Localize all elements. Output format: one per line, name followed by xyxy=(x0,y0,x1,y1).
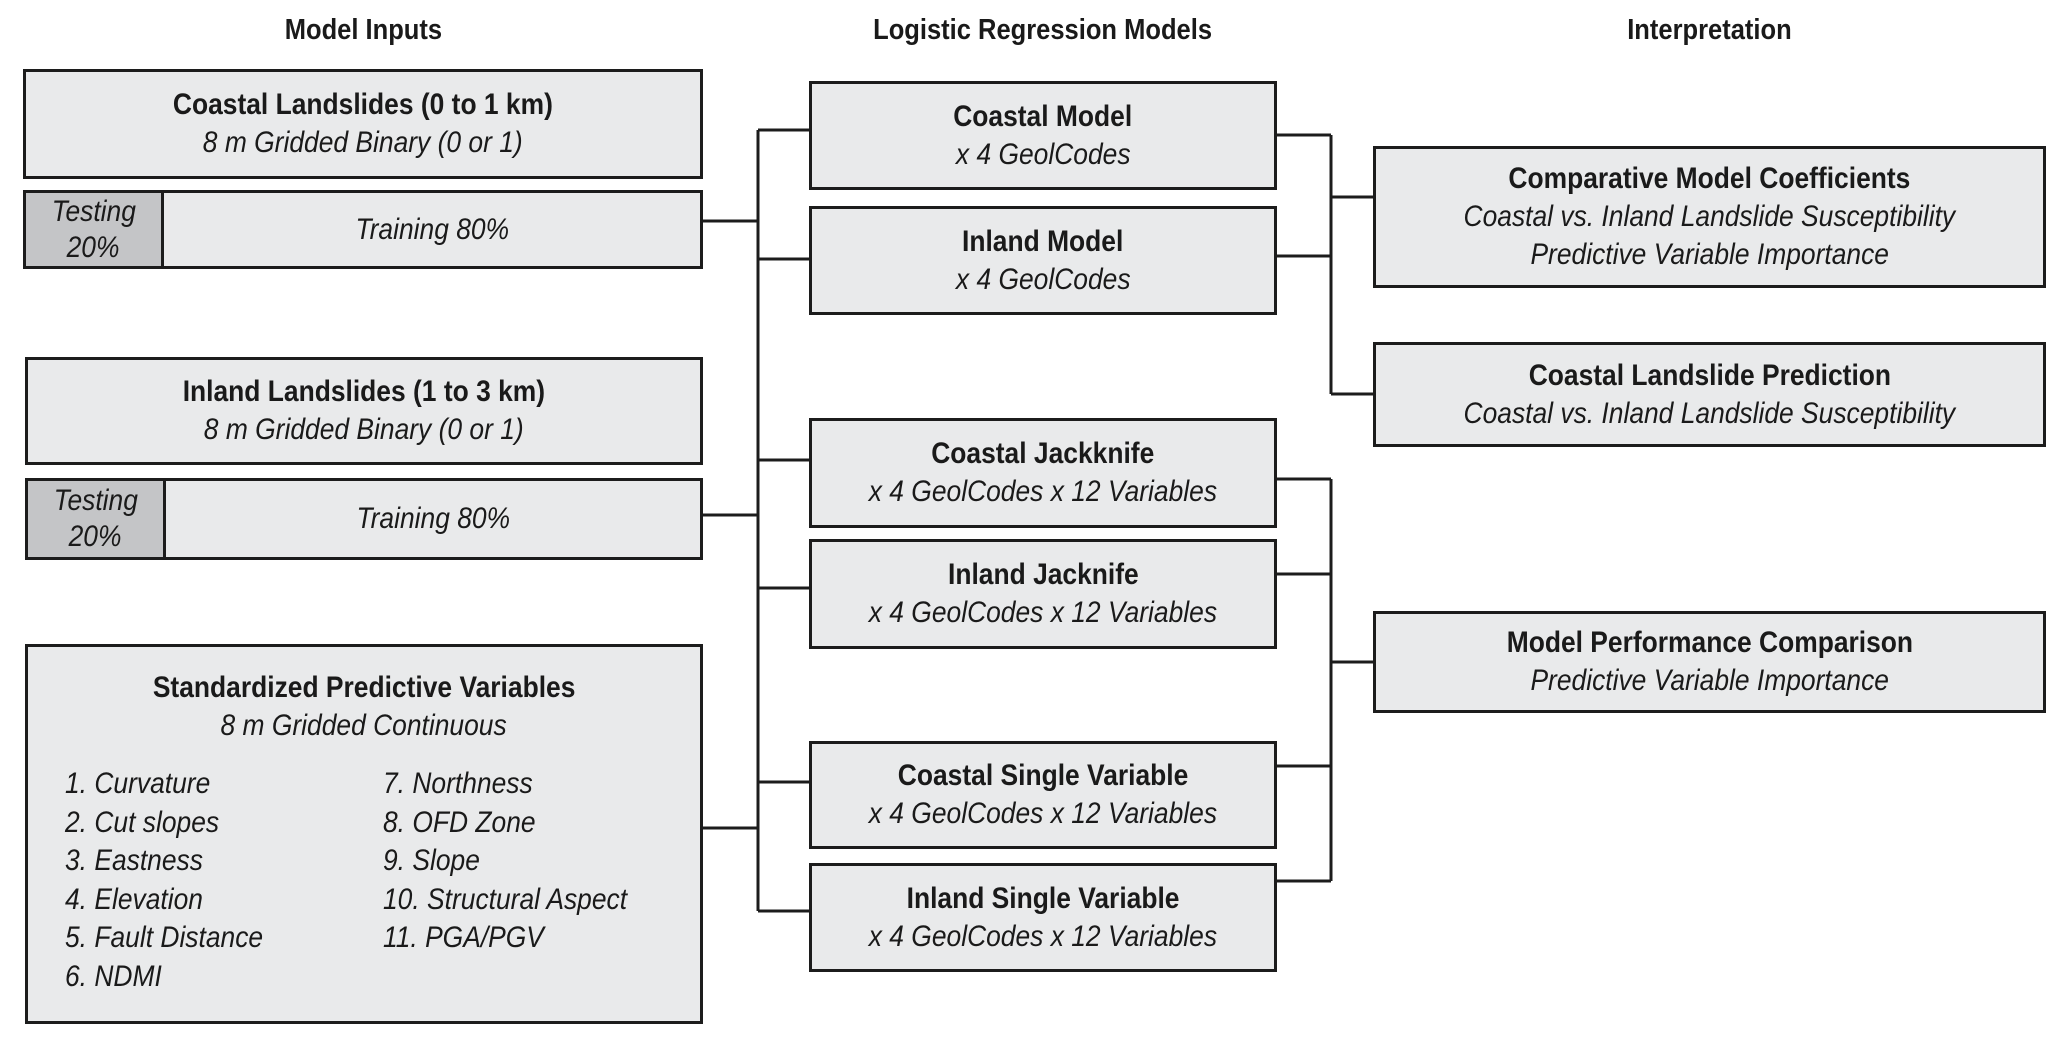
box-subtitle: Coastal vs. Inland Landslide Susceptibil… xyxy=(1463,396,1956,430)
variable-item: 6. NDMI xyxy=(65,959,162,993)
coastal-jackknife-box: Coastal Jackknife x 4 GeolCodes x 12 Var… xyxy=(809,418,1277,528)
box-title: Inland Model xyxy=(962,224,1124,258)
box-title: Inland Landslides (1 to 3 km) xyxy=(182,375,546,408)
coastal-single-variable-box: Coastal Single Variable x 4 GeolCodes x … xyxy=(809,741,1277,849)
variables-subtitle: 8 m Gridded Continuous xyxy=(220,709,508,742)
header-interpretation: Interpretation xyxy=(1626,14,1792,46)
variable-item: 2. Cut slopes xyxy=(65,805,220,839)
inland-single-variable-box: Inland Single Variable x 4 GeolCodes x 1… xyxy=(809,863,1277,972)
predictive-variables-box: Standardized Predictive Variables 8 m Gr… xyxy=(25,644,703,1024)
variable-item: 4. Elevation xyxy=(65,882,203,916)
variables-title: Standardized Predictive Variables xyxy=(152,671,576,704)
header-logistic-regression-models: Logistic Regression Models xyxy=(873,14,1212,46)
comparative-coefficients-box: Comparative Model Coefficients Coastal v… xyxy=(1373,146,2046,288)
box-subtitle: Predictive Variable Importance xyxy=(1530,238,1889,271)
performance-comparison-box: Model Performance Comparison Predictive … xyxy=(1373,611,2046,713)
variables-column-2: 7. Northness 8. OFD Zone 9. Slope 10. St… xyxy=(383,765,660,996)
variable-item: 9. Slope xyxy=(383,844,480,877)
coastal-testing-segment: Testing 20% xyxy=(26,193,164,266)
coastal-training-segment: Training 80% xyxy=(355,212,509,246)
box-subtitle: x 4 GeolCodes x 12 Variables xyxy=(868,797,1218,830)
coastal-model-box: Coastal Model x 4 GeolCodes xyxy=(809,81,1277,190)
box-subtitle: 8 m Gridded Binary (0 or 1) xyxy=(204,413,524,446)
variable-item: 3. Eastness xyxy=(65,844,203,877)
coastal-landslides-box: Coastal Landslides (0 to 1 km) 8 m Gridd… xyxy=(23,69,703,179)
header-model-inputs: Model Inputs xyxy=(284,14,442,46)
box-subtitle: x 4 GeolCodes x 12 Variables xyxy=(868,475,1218,508)
box-title: Coastal Model xyxy=(953,99,1133,133)
inland-training-segment: Training 80% xyxy=(356,502,510,535)
box-subtitle: x 4 GeolCodes x 12 Variables xyxy=(868,596,1218,629)
box-title: Coastal Landslides (0 to 1 km) xyxy=(173,88,553,121)
box-subtitle: x 4 GeolCodes x 12 Variables xyxy=(868,919,1218,953)
variable-item: 11. PGA/PGV xyxy=(383,921,544,954)
variables-list: 1. Curvature 2. Cut slopes 3. Eastness 4… xyxy=(65,765,690,996)
box-subtitle: Coastal vs. Inland Landslide Susceptibil… xyxy=(1463,200,1956,233)
inland-model-box: Inland Model x 4 GeolCodes xyxy=(809,206,1277,315)
coastal-split-bar: Testing 20% Training 80% xyxy=(23,190,703,269)
inland-split-bar: Testing 20% Training 80% xyxy=(25,478,703,560)
variable-item: 1. Curvature xyxy=(65,767,211,800)
inland-jackknife-box: Inland Jacknife x 4 GeolCodes x 12 Varia… xyxy=(809,539,1277,649)
variables-column-1: 1. Curvature 2. Cut slopes 3. Eastness 4… xyxy=(65,765,383,996)
box-title: Coastal Landslide Prediction xyxy=(1528,358,1891,392)
box-title: Coastal Single Variable xyxy=(897,759,1189,792)
box-title: Inland Single Variable xyxy=(906,881,1180,915)
box-subtitle: Predictive Variable Importance xyxy=(1530,664,1889,697)
variable-item: 8. OFD Zone xyxy=(383,805,536,839)
box-subtitle: x 4 GeolCodes xyxy=(955,262,1131,296)
box-title: Coastal Jackknife xyxy=(931,437,1155,470)
box-subtitle: 8 m Gridded Binary (0 or 1) xyxy=(203,126,523,159)
variable-item: 5. Fault Distance xyxy=(65,921,264,954)
box-subtitle: x 4 GeolCodes xyxy=(955,137,1131,171)
box-title: Comparative Model Coefficients xyxy=(1508,162,1911,195)
variable-item: 10. Structural Aspect xyxy=(383,882,628,916)
box-title: Inland Jacknife xyxy=(947,558,1139,591)
variable-item: 7. Northness xyxy=(383,767,533,800)
coastal-prediction-box: Coastal Landslide Prediction Coastal vs.… xyxy=(1373,342,2046,447)
box-title: Model Performance Comparison xyxy=(1506,626,1913,659)
inland-landslides-box: Inland Landslides (1 to 3 km) 8 m Gridde… xyxy=(25,357,703,465)
inland-testing-segment: Testing 20% xyxy=(28,481,166,557)
